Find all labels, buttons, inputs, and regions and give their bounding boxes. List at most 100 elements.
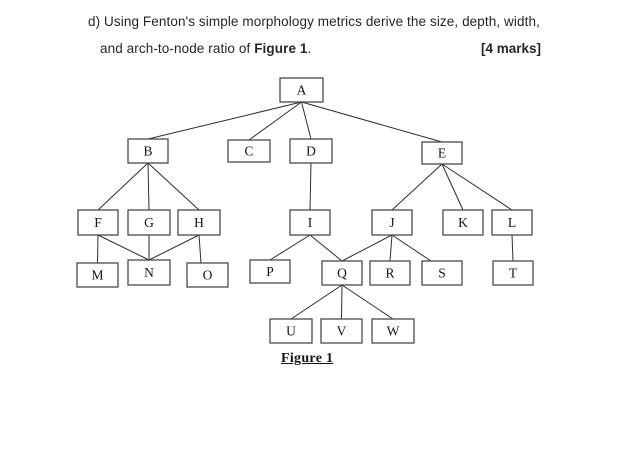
tree-node-K: K: [442, 209, 484, 236]
tree-node-label-A: A: [297, 83, 307, 98]
tree-edge-A-D: [301, 101, 312, 140]
tree-node-U: U: [269, 318, 313, 344]
tree-node-label-J: J: [389, 215, 394, 230]
tree-node-O: O: [186, 262, 229, 288]
question-text-line2-prefix: and arch-to-node ratio of: [100, 41, 255, 56]
tree-node-label-O: O: [203, 268, 213, 283]
tree-edge-Q-W: [341, 284, 394, 320]
tree-edge-H-O: [198, 234, 202, 264]
tree-edge-E-L: [441, 163, 513, 211]
tree-node-label-V: V: [337, 324, 347, 339]
tree-node-box-N: [127, 259, 171, 286]
question-text-line2: and arch-to-node ratio of Figure 1.: [100, 41, 311, 56]
tree-node-label-H: H: [194, 215, 204, 230]
tree-node-I: I: [289, 209, 331, 236]
tree-edge-B-H: [147, 162, 200, 211]
tree-node-label-F: F: [94, 215, 102, 230]
tree-node-T: T: [492, 260, 534, 286]
question-figure-reference: Figure 1: [254, 41, 308, 56]
tree-node-S: S: [421, 260, 463, 286]
tree-edge-F-M: [97, 234, 99, 264]
tree-node-H: H: [177, 209, 221, 236]
tree-node-E: E: [421, 141, 463, 165]
tree-node-box-W: [371, 318, 415, 344]
tree-edge-E-K: [441, 163, 464, 211]
tree-edge-I-Q: [309, 234, 343, 262]
tree-node-box-L: [491, 209, 533, 236]
tree-edge-A-E: [301, 101, 443, 143]
tree-node-R: R: [369, 260, 411, 286]
tree-node-box-F: [77, 209, 119, 236]
tree-node-box-V: [320, 318, 363, 344]
tree-node-box-R: [369, 260, 411, 286]
tree-node-box-B: [127, 138, 169, 164]
tree-edge-A-B: [147, 101, 302, 140]
tree-edge-F-N: [97, 234, 150, 261]
question-text-line1: d) Using Fenton's simple morphology metr…: [88, 14, 540, 29]
tree-edge-L-T: [511, 234, 514, 262]
question-text-line1-text: d) Using Fenton's simple morphology metr…: [88, 14, 540, 29]
tree-node-label-W: W: [387, 324, 400, 339]
tree-node-N: N: [127, 259, 171, 286]
tree-node-label-U: U: [286, 324, 296, 339]
tree-node-box-I: [289, 209, 331, 236]
tree-node-label-L: L: [508, 215, 516, 230]
tree-node-box-T: [492, 260, 534, 286]
tree-node-F: F: [77, 209, 119, 236]
tree-node-W: W: [371, 318, 415, 344]
tree-node-D: D: [289, 138, 333, 164]
tree-node-label-M: M: [91, 268, 103, 283]
tree-node-box-U: [269, 318, 313, 344]
tree-edge-B-G: [147, 162, 150, 211]
tree-edge-J-R: [389, 234, 393, 262]
tree-node-label-K: K: [458, 215, 468, 230]
tree-node-label-R: R: [385, 266, 394, 281]
tree-node-G: G: [127, 209, 171, 236]
tree-edge-B-F: [97, 162, 149, 211]
tree-edge-Q-U: [290, 284, 343, 320]
tree-edge-I-P: [269, 234, 311, 261]
tree-node-A: A: [279, 77, 324, 103]
marks-label: [4 marks]: [481, 41, 542, 56]
tree-node-label-E: E: [438, 146, 446, 161]
tree-node-box-J: [371, 209, 413, 236]
tree-node-L: L: [491, 209, 533, 236]
tree-node-label-Q: Q: [337, 266, 347, 281]
tree-node-box-O: [186, 262, 229, 288]
tree-edge-J-S: [391, 234, 432, 262]
tree-node-box-Q: [321, 260, 363, 286]
tree-node-box-G: [127, 209, 171, 236]
tree-node-box-S: [421, 260, 463, 286]
tree-node-Q: Q: [321, 260, 363, 286]
tree-node-label-B: B: [143, 144, 152, 159]
tree-node-label-N: N: [144, 265, 154, 280]
tree-node-box-C: [227, 139, 271, 163]
tree-node-label-D: D: [306, 144, 316, 159]
tree-edge-A-C: [248, 101, 302, 141]
tree-node-P: P: [249, 259, 291, 284]
tree-edge-J-Q: [341, 234, 393, 262]
tree-node-box-E: [421, 141, 463, 165]
tree-node-box-P: [249, 259, 291, 284]
tree-edge-E-J: [391, 163, 443, 211]
tree-edge-H-N: [148, 234, 200, 261]
tree-node-J: J: [371, 209, 413, 236]
tree-node-V: V: [320, 318, 363, 344]
tree-node-B: B: [127, 138, 169, 164]
tree-node-M: M: [76, 262, 119, 288]
figure-caption: Figure 1: [281, 351, 334, 366]
tree-node-label-C: C: [244, 144, 253, 159]
tree-node-label-T: T: [509, 266, 518, 281]
tree-node-box-A: [279, 77, 324, 103]
tree-node-box-K: [442, 209, 484, 236]
tree-node-box-H: [177, 209, 221, 236]
question-text-line2-suffix: .: [307, 41, 312, 56]
tree-edge-D-I: [309, 162, 312, 211]
tree-node-box-M: [76, 262, 119, 288]
tree-edge-Q-V: [341, 284, 343, 320]
tree-node-label-G: G: [144, 215, 154, 230]
tree-node-label-I: I: [308, 215, 313, 230]
tree-node-box-D: [289, 138, 333, 164]
